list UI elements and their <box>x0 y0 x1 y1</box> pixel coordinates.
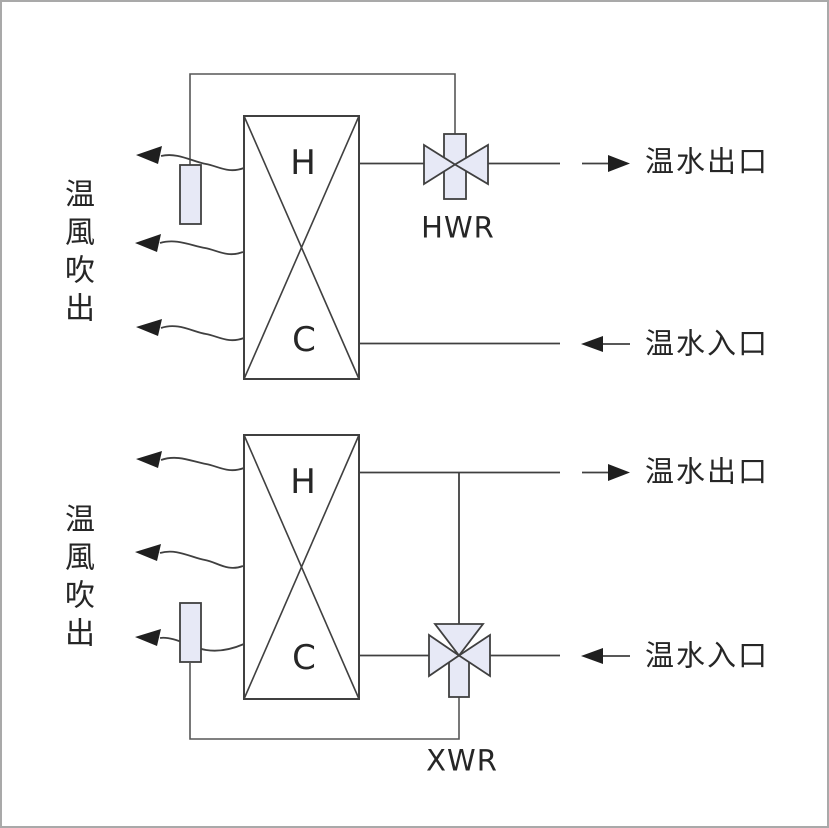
bottom-control-line <box>189 663 460 740</box>
bottom-air-arrow-3 <box>135 629 245 652</box>
bottom-air-arrow-1 <box>136 451 245 472</box>
bottom-air-blowout-label: 温風吹出 <box>59 503 94 655</box>
top-inlet-flow-arrow <box>581 336 630 352</box>
bottom-outlet-flow-arrow <box>582 464 630 481</box>
bottom-duct-sensor <box>179 602 202 663</box>
top-air-arrow-2 <box>135 234 244 256</box>
bottom-coil-box <box>243 434 360 700</box>
bottom-water-outlet-label: 温水出口 <box>645 454 770 489</box>
top-control-line <box>189 73 456 165</box>
top-valve-hwr <box>423 133 489 200</box>
top-coil-hot-letter: H <box>290 143 316 183</box>
bottom-air-arrow-2 <box>135 544 244 569</box>
top-duct-sensor <box>179 164 202 225</box>
top-valve-label: HWR <box>421 210 495 245</box>
top-air-arrow-1 <box>136 146 245 172</box>
bottom-coil-hot-letter: H <box>290 462 316 502</box>
bottom-water-inlet-label: 温水入口 <box>645 638 770 673</box>
top-water-outlet-label: 温水出口 <box>645 144 770 179</box>
bottom-diagram <box>135 434 630 740</box>
top-air-blowout-label: 温風吹出 <box>59 178 94 330</box>
bottom-inlet-flow-arrow <box>581 648 630 664</box>
top-air-arrow-3 <box>136 319 245 342</box>
top-coil-box <box>243 115 360 380</box>
top-water-inlet-label: 温水入口 <box>645 326 770 361</box>
bottom-valve-xwr <box>428 623 491 698</box>
bottom-valve-label: XWR <box>426 743 498 778</box>
top-diagram <box>135 73 630 380</box>
bottom-coil-cold-letter: C <box>292 638 316 678</box>
top-coil-cold-letter: C <box>292 320 316 360</box>
top-outlet-flow-arrow <box>582 155 630 172</box>
